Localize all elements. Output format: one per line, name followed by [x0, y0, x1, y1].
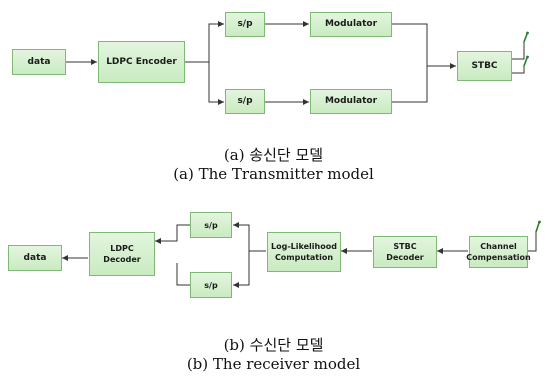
rx-antenna-icon — [535, 222, 540, 233]
rx-llr-label-1: Log-Likelihood — [271, 242, 337, 251]
stbc-output-top — [512, 42, 525, 60]
arrow-split-to-sp-bottom — [208, 62, 224, 105]
rx-channel-compensation-label-2: Compensation — [466, 253, 531, 262]
rx-stbc-decoder-label-2: Decoder — [386, 253, 424, 262]
tx-ldpc-encoder-block: LDPC Encoder — [98, 41, 185, 83]
stbc-output-bottom — [512, 66, 525, 74]
rx-channel-compensation-label-1: Channel — [480, 242, 517, 251]
rx-stbc-decoder-label-1: STBC — [393, 242, 417, 251]
rx-sp-bottom-block: s/p — [190, 272, 232, 298]
line-sp-bottom-to-decoder — [176, 263, 190, 286]
rx-data-block: data — [8, 245, 62, 271]
tx-antenna-top-icon — [523, 33, 528, 43]
rx-channel-compensation-block: Channel Compensation — [466, 236, 531, 268]
arrow-split-to-sp-top — [208, 21, 224, 62]
rx-sp-top-block: s/p — [190, 212, 232, 238]
line-mod-top-to-merge — [392, 23, 428, 66]
tx-sp-bottom-block: s/p — [225, 89, 265, 114]
arrow-sp-top-to-decoder — [155, 224, 190, 244]
tx-data-block: data — [12, 49, 66, 75]
rx-llr-label-2: Computation — [274, 253, 334, 262]
caption-transmitter-korean: (a) 송신단 모델 — [223, 146, 324, 164]
rx-llr-computation-block: Log-Likelihood Computation — [267, 232, 341, 272]
arrow-llr-to-sp-top — [233, 222, 250, 251]
arrow-llr-to-sp-bottom — [233, 251, 250, 288]
receiver-antenna-feed — [528, 232, 537, 252]
rx-ldpc-decoder-label-2: Decoder — [103, 255, 141, 264]
tx-sp-top-block: s/p — [225, 12, 265, 37]
caption-receiver-korean: (b) 수신단 모델 — [223, 336, 324, 354]
rx-ldpc-decoder-label-1: LDPC — [110, 244, 134, 253]
rx-stbc-decoder-block: STBC Decoder — [373, 236, 437, 268]
tx-modulator-top-block: Modulator — [310, 12, 392, 37]
caption-transmitter-english: (a) The Transmitter model — [173, 165, 374, 183]
line-mod-bottom-to-merge — [392, 66, 428, 103]
caption-receiver-english: (b) The receiver model — [186, 355, 361, 373]
rx-ldpc-decoder-block: LDPC Decoder — [89, 232, 155, 276]
tx-antenna-bottom-icon — [523, 57, 528, 67]
tx-modulator-bottom-block: Modulator — [310, 89, 392, 114]
tx-stbc-block: STBC — [457, 51, 512, 81]
